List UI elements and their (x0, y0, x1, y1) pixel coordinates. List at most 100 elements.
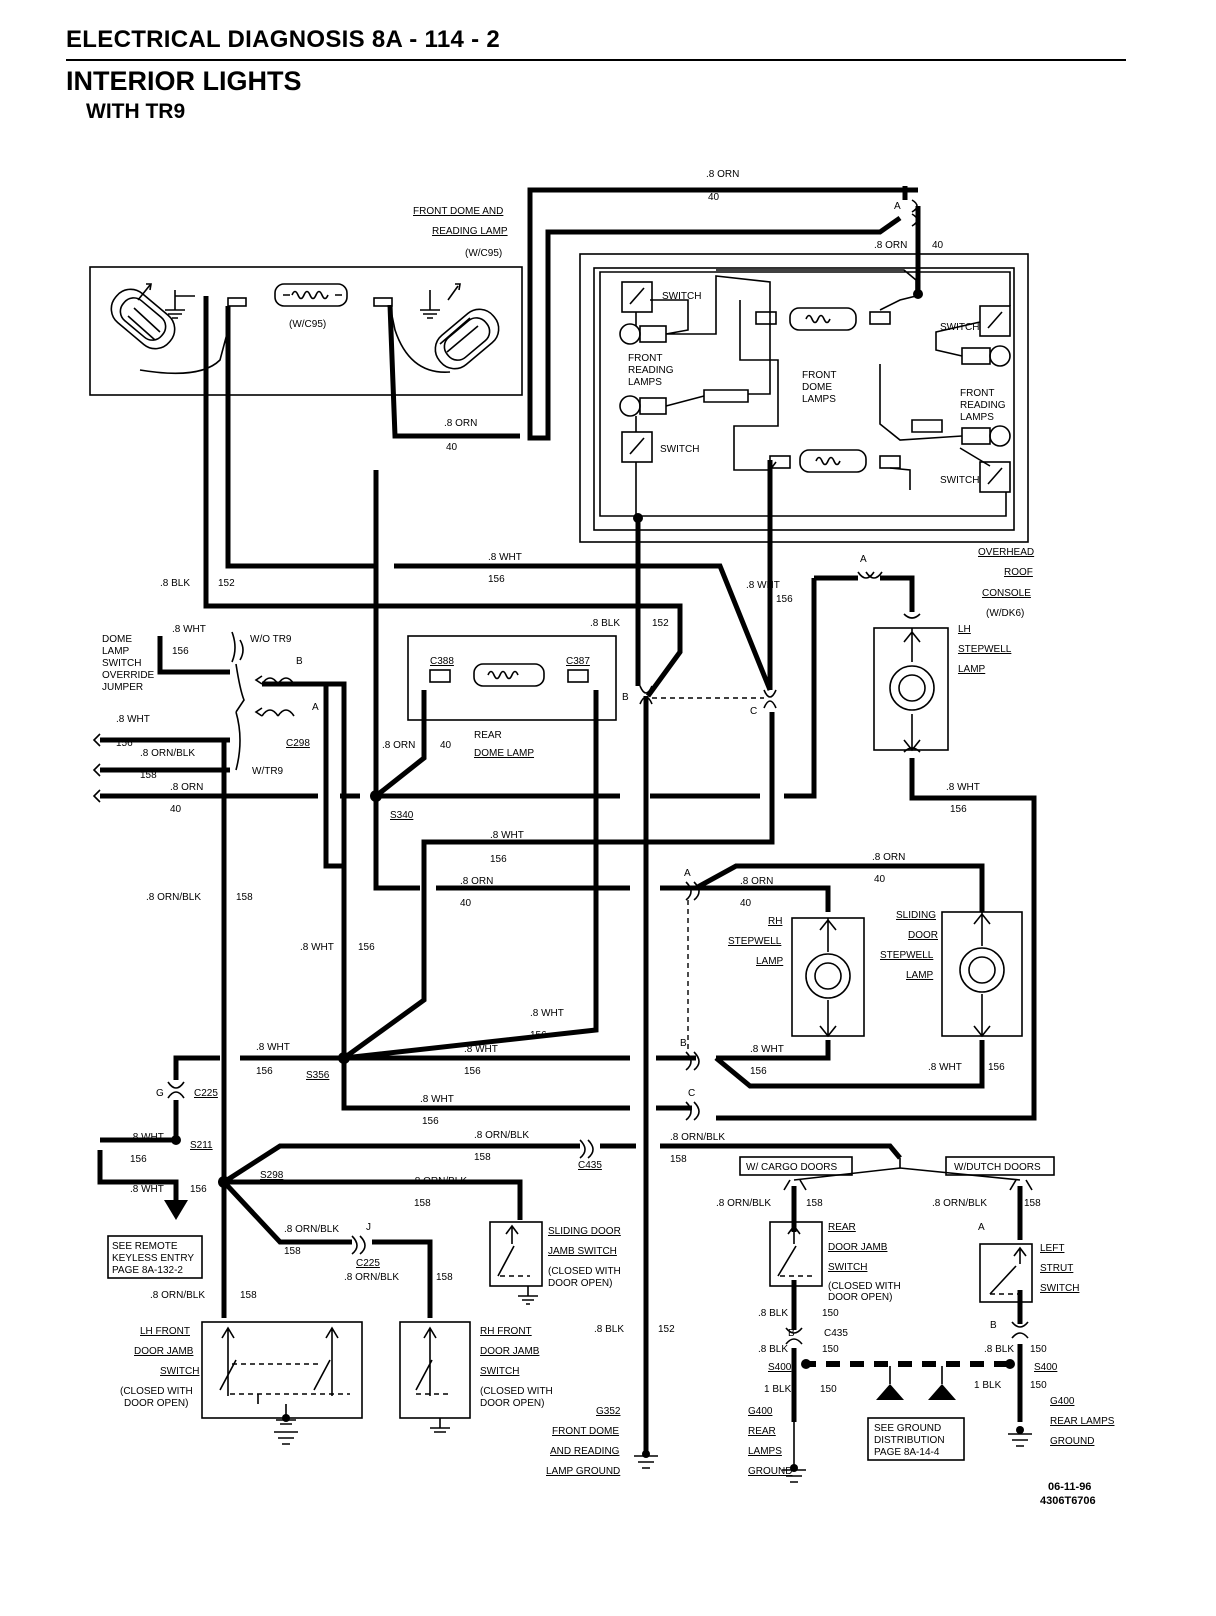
wire-color-label: .8 BLK (160, 578, 190, 589)
wire-color-label: .8 WHT (130, 1184, 164, 1195)
wire-color-label: .8 ORN (444, 418, 477, 429)
wire-circuit-label: 158 (806, 1198, 823, 1209)
wire-color-label: .8 WHT (256, 1042, 290, 1053)
wire-circuit-label: 150 (822, 1344, 839, 1355)
sliding-door-jamb-switch (489, 1221, 543, 1305)
pin-label: J (366, 1222, 371, 1233)
component-label: OVERRIDE (102, 670, 155, 681)
component-label: LAMP (906, 970, 934, 981)
component-label: LAMP (102, 646, 130, 657)
reference-label: KEYLESS ENTRY (112, 1253, 194, 1264)
wire-color-label: 1 BLK (974, 1380, 1002, 1391)
component-label: LAMP (958, 664, 986, 675)
connector-label: C225 (194, 1088, 218, 1099)
lamp-bulb-icon (420, 283, 500, 370)
wire-color-label: .8 WHT (746, 580, 780, 591)
switch-label: SWITCH (662, 291, 701, 302)
component-label: FRONT (960, 388, 994, 399)
component-label: SLIDING DOOR (548, 1226, 621, 1237)
wire-color-label: .8 WHT (750, 1044, 784, 1055)
wire-color-label: .8 ORN (740, 876, 773, 887)
component-label: ROOF (1004, 567, 1033, 578)
pin-label: B (680, 1038, 687, 1049)
wire-color-label: .8 WHT (928, 1062, 962, 1073)
component-label: FRONT (802, 370, 836, 381)
option-label: W/O TR9 (250, 634, 292, 645)
wire-circuit-label: 40 (874, 874, 886, 885)
component-label: DOOR OPEN) (548, 1278, 612, 1289)
connector-label: C435 (824, 1328, 848, 1339)
pin-label: A (894, 201, 901, 212)
component-label: READING LAMP (432, 226, 508, 237)
component-label: DOOR JAMB (480, 1346, 540, 1357)
wire-circuit-label: 40 (460, 898, 472, 909)
wire-circuit-label: 158 (474, 1152, 491, 1163)
wire-circuit-label: 156 (488, 574, 505, 585)
pin-label: B (788, 1328, 795, 1339)
splice-label: S298 (260, 1170, 284, 1181)
component-label: DOOR OPEN) (124, 1398, 188, 1409)
wire-color-label: .8 WHT (420, 1094, 454, 1105)
wire-circuit-label: 156 (988, 1062, 1005, 1073)
switch-label: SWITCH (940, 475, 979, 486)
wire-color-label: .8 ORN/BLK (150, 1290, 205, 1301)
rear-door-jamb-switch (769, 1221, 823, 1287)
wire-color-label: .8 WHT (172, 624, 206, 635)
option-label: W/TR9 (252, 766, 284, 777)
component-label: DOME (102, 634, 132, 645)
ground-label: LAMPS (748, 1446, 782, 1457)
wire-color-label: .8 ORN/BLK (932, 1198, 987, 1209)
rear-dome-bulb (429, 663, 589, 687)
wire-circuit-label: 150 (822, 1308, 839, 1319)
component-label: READING (628, 365, 674, 376)
component-label: (CLOSED WITH (828, 1281, 901, 1292)
component-label: (W/DK6) (986, 608, 1024, 619)
pin-label: G (156, 1088, 164, 1099)
ground-label: GROUND (748, 1466, 792, 1477)
wire-color-label: .8 BLK (594, 1324, 624, 1335)
component-label: SWITCH (102, 658, 141, 669)
component-label: RH (768, 916, 782, 927)
reference-label: SEE REMOTE (112, 1241, 178, 1252)
wire-labels: .8 ORN 40 .8 ORN 40 .8 ORN 40 .8 BLK 152… (116, 169, 1047, 1395)
footer-code: 4306T6706 (1040, 1495, 1096, 1507)
ground-label: FRONT DOME (552, 1426, 619, 1437)
component-label: OVERHEAD (978, 547, 1034, 558)
pin-label: A (978, 1222, 985, 1233)
reference-label: SEE GROUND (874, 1423, 941, 1434)
component-label: DOOR (908, 930, 938, 941)
see-ground-distribution-box (867, 1417, 965, 1461)
page-subtitle: WITH TR9 (86, 100, 186, 123)
wire-color-label: .8 WHT (488, 552, 522, 563)
wire-color-label: .8 ORN (170, 782, 203, 793)
ground-icon (274, 1422, 1032, 1483)
component-label: DOME LAMP (474, 748, 534, 759)
wire-circuit-label: 156 (490, 854, 507, 865)
wire-color-label: .8 WHT (116, 714, 150, 725)
wire-color-label: .8 BLK (984, 1344, 1014, 1355)
component-label: LAMP (756, 956, 784, 967)
option-label: W/DUTCH DOORS (954, 1162, 1041, 1173)
wire-circuit-label: 150 (820, 1384, 837, 1395)
pin-label: B (990, 1320, 997, 1331)
switch-icon (621, 281, 653, 313)
wire-circuit-label: 156 (776, 594, 793, 605)
component-label: CONSOLE (982, 588, 1031, 599)
splice-label: S356 (306, 1070, 330, 1081)
component-label: DOOR JAMB (828, 1242, 888, 1253)
wire-circuit-label: 158 (1024, 1198, 1041, 1209)
page-title: INTERIOR LIGHTS (66, 66, 302, 96)
wire-circuit-label: 152 (652, 618, 669, 629)
wire-color-label: 1 BLK (764, 1384, 792, 1395)
ground-label: REAR LAMPS (1050, 1416, 1115, 1427)
dome-lamp-switch-jumper (92, 631, 263, 803)
component-label: JAMB SWITCH (548, 1246, 617, 1257)
wire-circuit-label: 150 (1030, 1380, 1047, 1391)
wire-color-label: .8 ORN (872, 852, 905, 863)
switch-icon (979, 305, 1011, 337)
wire-color-label: .8 ORN (382, 740, 415, 751)
wire-color-label: .8 ORN/BLK (670, 1132, 725, 1143)
wire-circuit-label: 158 (140, 770, 157, 781)
wire-color-label: .8 ORN/BLK (146, 892, 201, 903)
